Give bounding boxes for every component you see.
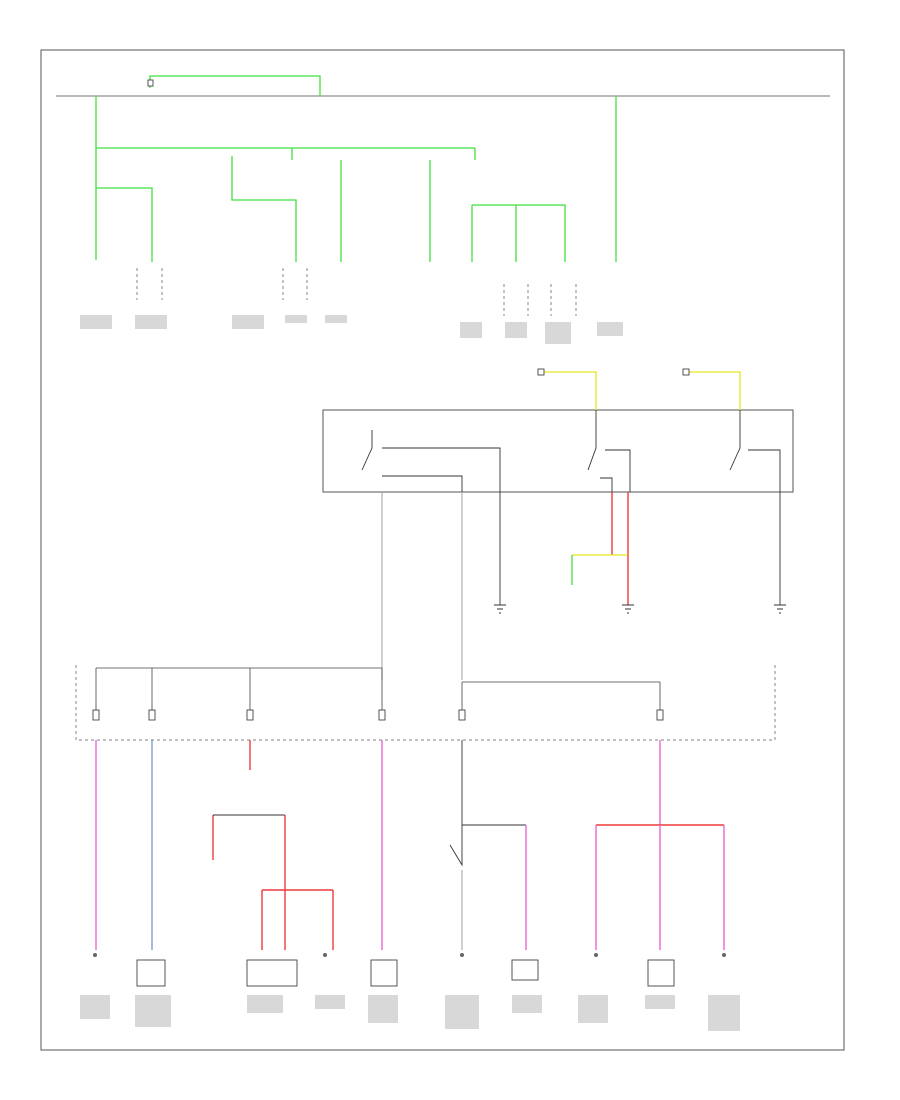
component-label (708, 995, 740, 1031)
fuse-icon (537, 368, 545, 376)
relay-switch-icon (729, 410, 781, 492)
module-icon (246, 959, 298, 987)
module-icon (136, 959, 166, 987)
feed-wire-drop-3 (231, 156, 297, 262)
fuse-icon (246, 709, 254, 721)
relay-box-section (322, 368, 794, 493)
component-label (285, 315, 307, 323)
feed-wire-drop-2 (96, 187, 153, 262)
bottom-wires (95, 740, 725, 950)
ground-icon (774, 604, 786, 614)
splice-icon (323, 953, 327, 957)
connector-icon-group-top (136, 268, 577, 316)
component-label (597, 322, 623, 336)
component-label (80, 995, 110, 1019)
feed-wire-top (149, 75, 321, 96)
switch-wire (449, 740, 463, 867)
component-label (505, 322, 527, 338)
fuse-icon (682, 368, 690, 376)
component-label (232, 315, 264, 329)
fuse-panel-section (75, 665, 776, 741)
switched-wire-2 (685, 371, 741, 410)
relay-box-outline (322, 409, 794, 493)
component-label (445, 995, 479, 1029)
component-label (315, 995, 345, 1009)
relay-internal-wire (600, 477, 613, 492)
switched-wire-1 (540, 371, 597, 410)
component-label (368, 995, 398, 1023)
fuse-icon (92, 709, 100, 721)
component-label (460, 322, 482, 338)
splice-icon (93, 953, 97, 957)
fuse-icon (458, 709, 466, 721)
component-row (93, 953, 726, 987)
component-label (247, 995, 283, 1013)
splice-icon (594, 953, 598, 957)
fuse-panel-outline (75, 665, 776, 741)
fuse-icon (147, 79, 154, 87)
component-label (545, 322, 571, 344)
relay-internal-wire (382, 475, 463, 492)
module-icon (511, 959, 539, 981)
module-icon (370, 959, 398, 987)
relay-switch-icon (361, 430, 501, 492)
diagram-frame (40, 49, 845, 1051)
component-label (135, 315, 167, 329)
splice-icon (460, 953, 464, 957)
splice-icon (722, 953, 726, 957)
feed-wire-drop-7 (472, 204, 566, 262)
component-label (80, 315, 112, 329)
component-label (135, 995, 171, 1027)
fuse-icon (148, 709, 156, 721)
top-feed-section (56, 75, 830, 316)
component-label (512, 995, 542, 1013)
fuse-icon (378, 709, 386, 721)
module-icon (647, 959, 675, 987)
relay-switch-icon (587, 410, 631, 492)
ground-icon (494, 604, 506, 614)
illegible-labels (80, 315, 740, 1031)
component-label (645, 995, 675, 1009)
fuse-icon (656, 709, 664, 721)
component-label (578, 995, 608, 1023)
relay-output-wires (381, 492, 786, 680)
ground-icon (622, 604, 634, 614)
component-label (325, 315, 347, 323)
